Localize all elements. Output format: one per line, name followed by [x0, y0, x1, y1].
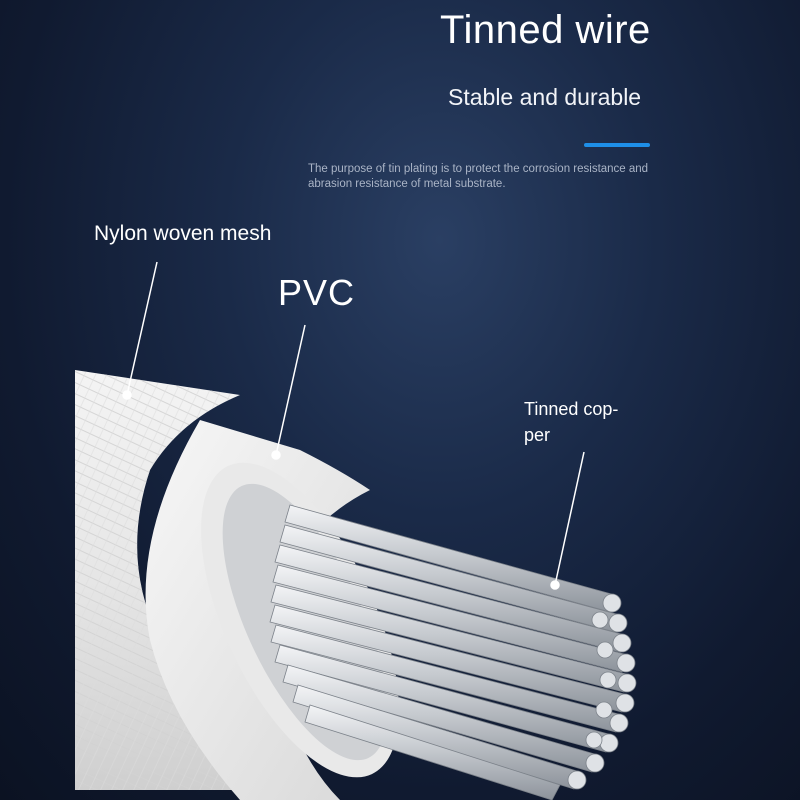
tinned-copper-label-line2: per	[524, 425, 551, 445]
description-text: The purpose of tin plating is to protect…	[308, 163, 649, 190]
copper-pointer-dot	[550, 580, 560, 590]
copper-pointer-line	[554, 451, 585, 586]
nylon-pointer-line	[126, 261, 158, 396]
nylon-mesh-label: Nylon woven mesh	[94, 222, 272, 245]
pvc-label: PVC	[278, 272, 356, 313]
nylon-pointer-dot	[122, 390, 132, 400]
tinned-copper-label-line1: Tinned cop-	[524, 399, 619, 419]
pvc-pointer-line	[275, 324, 306, 456]
pvc-pointer-dot	[271, 450, 281, 460]
tinned-copper-label: Tinned cop- per	[524, 396, 654, 448]
page-subtitle: Stable and durable	[448, 84, 642, 110]
accent-divider	[584, 143, 650, 147]
copper-strands	[269, 504, 637, 800]
callout-lines	[122, 261, 585, 590]
page-title: Tinned wire	[440, 8, 651, 52]
nylon-mesh-jacket	[75, 370, 255, 790]
